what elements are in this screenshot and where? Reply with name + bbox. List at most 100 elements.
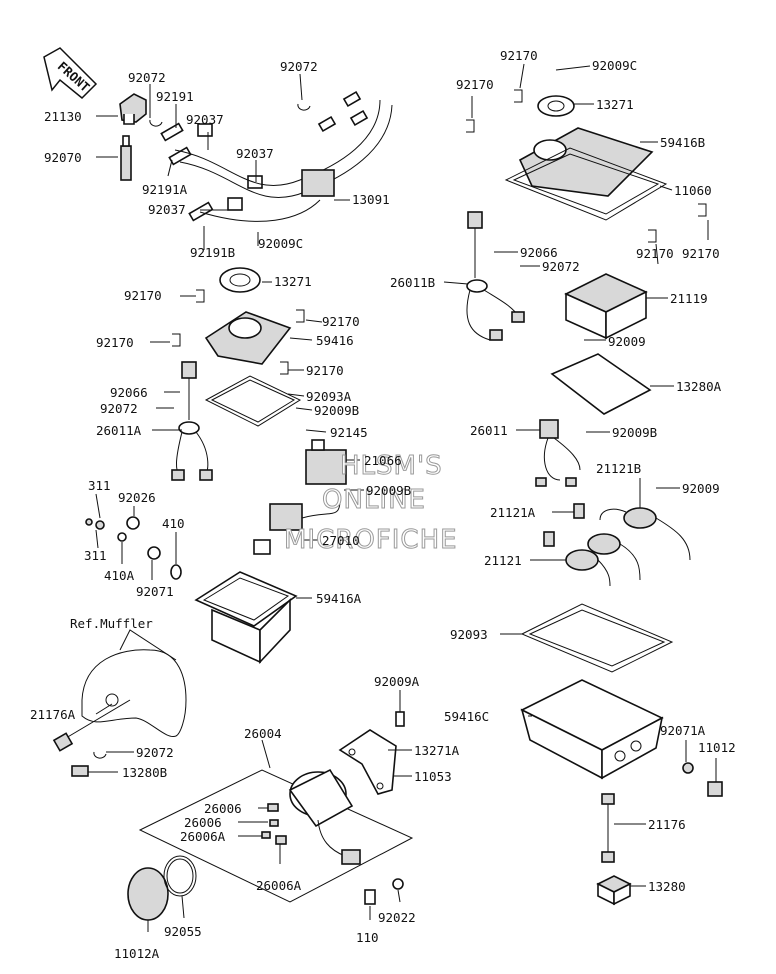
callout-13091: 13091 <box>352 192 390 207</box>
small-parts-26006 <box>261 803 287 845</box>
callout-11060: 11060 <box>674 183 712 198</box>
callout-92191: 92191 <box>156 89 194 104</box>
callout-92009B: 92009B <box>612 425 657 440</box>
callout-26011B: 26011B <box>390 275 435 290</box>
callout-92009: 92009 <box>682 481 720 496</box>
gasket-11060 <box>504 147 668 221</box>
callout-13271A: 13271A <box>414 743 460 758</box>
callout-410: 410 <box>162 516 185 531</box>
callout-92072: 92072 <box>128 70 166 85</box>
callout-92037: 92037 <box>186 112 224 127</box>
callout-311: 311 <box>88 478 111 493</box>
callout-92037: 92037 <box>236 146 274 161</box>
nut-92071A-cap-11012 <box>682 762 723 797</box>
callout-21121: 21121 <box>484 553 522 568</box>
callout-26004: 26004 <box>244 726 282 741</box>
callout-21176A: 21176A <box>30 707 76 722</box>
callout-26006A: 26006A <box>180 829 226 844</box>
callout-13271: 13271 <box>274 274 312 289</box>
callout-21121B: 21121B <box>596 461 641 476</box>
callout-92026: 92026 <box>118 490 156 505</box>
callout-92170: 92170 <box>124 288 162 303</box>
callout-21130: 21130 <box>44 109 82 124</box>
callout-92093A: 92093A <box>306 389 352 404</box>
clip-ring-92072 <box>149 103 311 127</box>
callout-26011A: 26011A <box>96 423 142 438</box>
callout-92170: 92170 <box>322 314 360 329</box>
callout-92170: 92170 <box>306 363 344 378</box>
callout-92072: 92072 <box>136 745 174 760</box>
harness-26011 <box>535 419 581 487</box>
callout-92145: 92145 <box>330 425 368 440</box>
case-59416A <box>194 571 298 665</box>
callout-92170: 92170 <box>96 335 134 350</box>
callout-92170: 92170 <box>682 246 720 261</box>
callout-11012: 11012 <box>698 740 736 755</box>
callout-59416: 59416 <box>316 333 354 348</box>
front-arrow-badge: FRONT <box>43 47 98 100</box>
callout-11053: 11053 <box>414 769 452 784</box>
sensor-21176 <box>601 793 615 863</box>
callout-26006A: 26006A <box>256 878 302 893</box>
leader-lines <box>88 63 717 932</box>
knob-11012A-ring-92055 <box>127 855 197 921</box>
callout-21119: 21119 <box>670 291 708 306</box>
callout-92093: 92093 <box>450 627 488 642</box>
watermark-line-3: MICROFICHE <box>284 525 458 555</box>
bolt-110-washer-92022 <box>364 878 404 905</box>
callout-92009C: 92009C <box>258 236 303 251</box>
callout-27010: 27010 <box>322 533 360 548</box>
callout-21176: 21176 <box>648 817 686 832</box>
plate-13271-right <box>537 95 575 117</box>
callout-21121A: 21121A <box>490 505 536 520</box>
sheet-13280A <box>550 353 652 415</box>
case-59416C <box>520 679 664 780</box>
plate-13271-left <box>219 267 261 293</box>
relay-21066 <box>305 439 347 485</box>
watermark: HLSM'S ONLINE MICROFICHE <box>284 451 458 556</box>
ref-muffler-note: Ref.Muffler <box>70 616 153 631</box>
callout-92009B: 92009B <box>366 483 411 498</box>
ecu-21119 <box>564 273 648 340</box>
callout-92170: 92170 <box>636 246 674 261</box>
callout-92009C: 92009C <box>592 58 637 73</box>
spark-plug-cap-21130 <box>119 93 147 125</box>
callout-26006: 26006 <box>184 815 222 830</box>
callout-13280B: 13280B <box>122 765 167 780</box>
sensor-21176A <box>52 699 131 777</box>
pad-13280 <box>596 875 632 906</box>
watermark-line-2: ONLINE <box>322 485 426 515</box>
muffler-outline <box>81 629 187 737</box>
harness-26011B <box>466 211 525 341</box>
callout-92037: 92037 <box>148 202 186 217</box>
coil-21121 <box>543 531 611 587</box>
callout-13280: 13280 <box>648 879 686 894</box>
spark-plug-92070 <box>120 135 132 181</box>
callout-92072: 92072 <box>542 259 580 274</box>
callout-13271: 13271 <box>596 97 634 112</box>
cover-59416B <box>518 127 654 197</box>
callout-13280A: 13280A <box>676 379 722 394</box>
meter-assembly-26004 <box>138 768 414 903</box>
cover-59416 <box>204 311 292 365</box>
callout-92066: 92066 <box>520 245 558 260</box>
callout-92071: 92071 <box>136 584 174 599</box>
callout-92022: 92022 <box>378 910 416 925</box>
callout-410A: 410A <box>104 568 135 583</box>
callout-92066: 92066 <box>110 385 148 400</box>
callout-26011: 26011 <box>470 423 508 438</box>
gasket-92093A <box>204 375 302 427</box>
callout-92072: 92072 <box>100 401 138 416</box>
callout-92055: 92055 <box>164 924 202 939</box>
callout-26006: 26006 <box>204 801 242 816</box>
callout-21066: 21066 <box>364 453 402 468</box>
callout-92191A: 92191A <box>142 182 188 197</box>
callout-59416B: 59416B <box>660 135 705 150</box>
gasket-92093 <box>520 603 674 673</box>
harness-26011A <box>171 361 213 481</box>
bracket-13271A-11053 <box>338 729 397 795</box>
coil-21121A <box>573 503 641 581</box>
watermark-line-1: HLSM'S <box>340 451 443 481</box>
callout-59416A: 59416A <box>316 591 362 606</box>
